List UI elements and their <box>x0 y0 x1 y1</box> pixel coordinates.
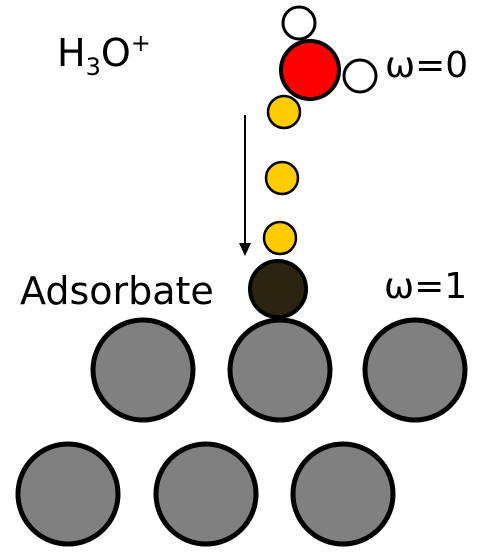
surface-atom <box>227 317 333 423</box>
surface-atom <box>362 317 468 423</box>
omega-final-label: ω=1 <box>384 266 467 307</box>
reaction-path-arrow <box>239 115 251 256</box>
omega-initial-label: ω=0 <box>385 45 468 86</box>
path-bead <box>266 94 302 130</box>
oxygen-atom <box>279 39 341 101</box>
hydrogen-atom <box>342 58 378 94</box>
path-bead <box>262 220 298 256</box>
hydrogen-atom <box>281 5 317 41</box>
h3o-label: H3O+ <box>57 29 151 81</box>
path-bead <box>264 160 300 196</box>
surface-atom <box>290 441 396 547</box>
surface-atom <box>90 317 196 423</box>
surface-atom <box>153 441 259 547</box>
adsorbate-atom <box>248 259 308 319</box>
adsorbate-label: Adsorbate <box>20 269 214 313</box>
surface-atom <box>15 441 121 547</box>
